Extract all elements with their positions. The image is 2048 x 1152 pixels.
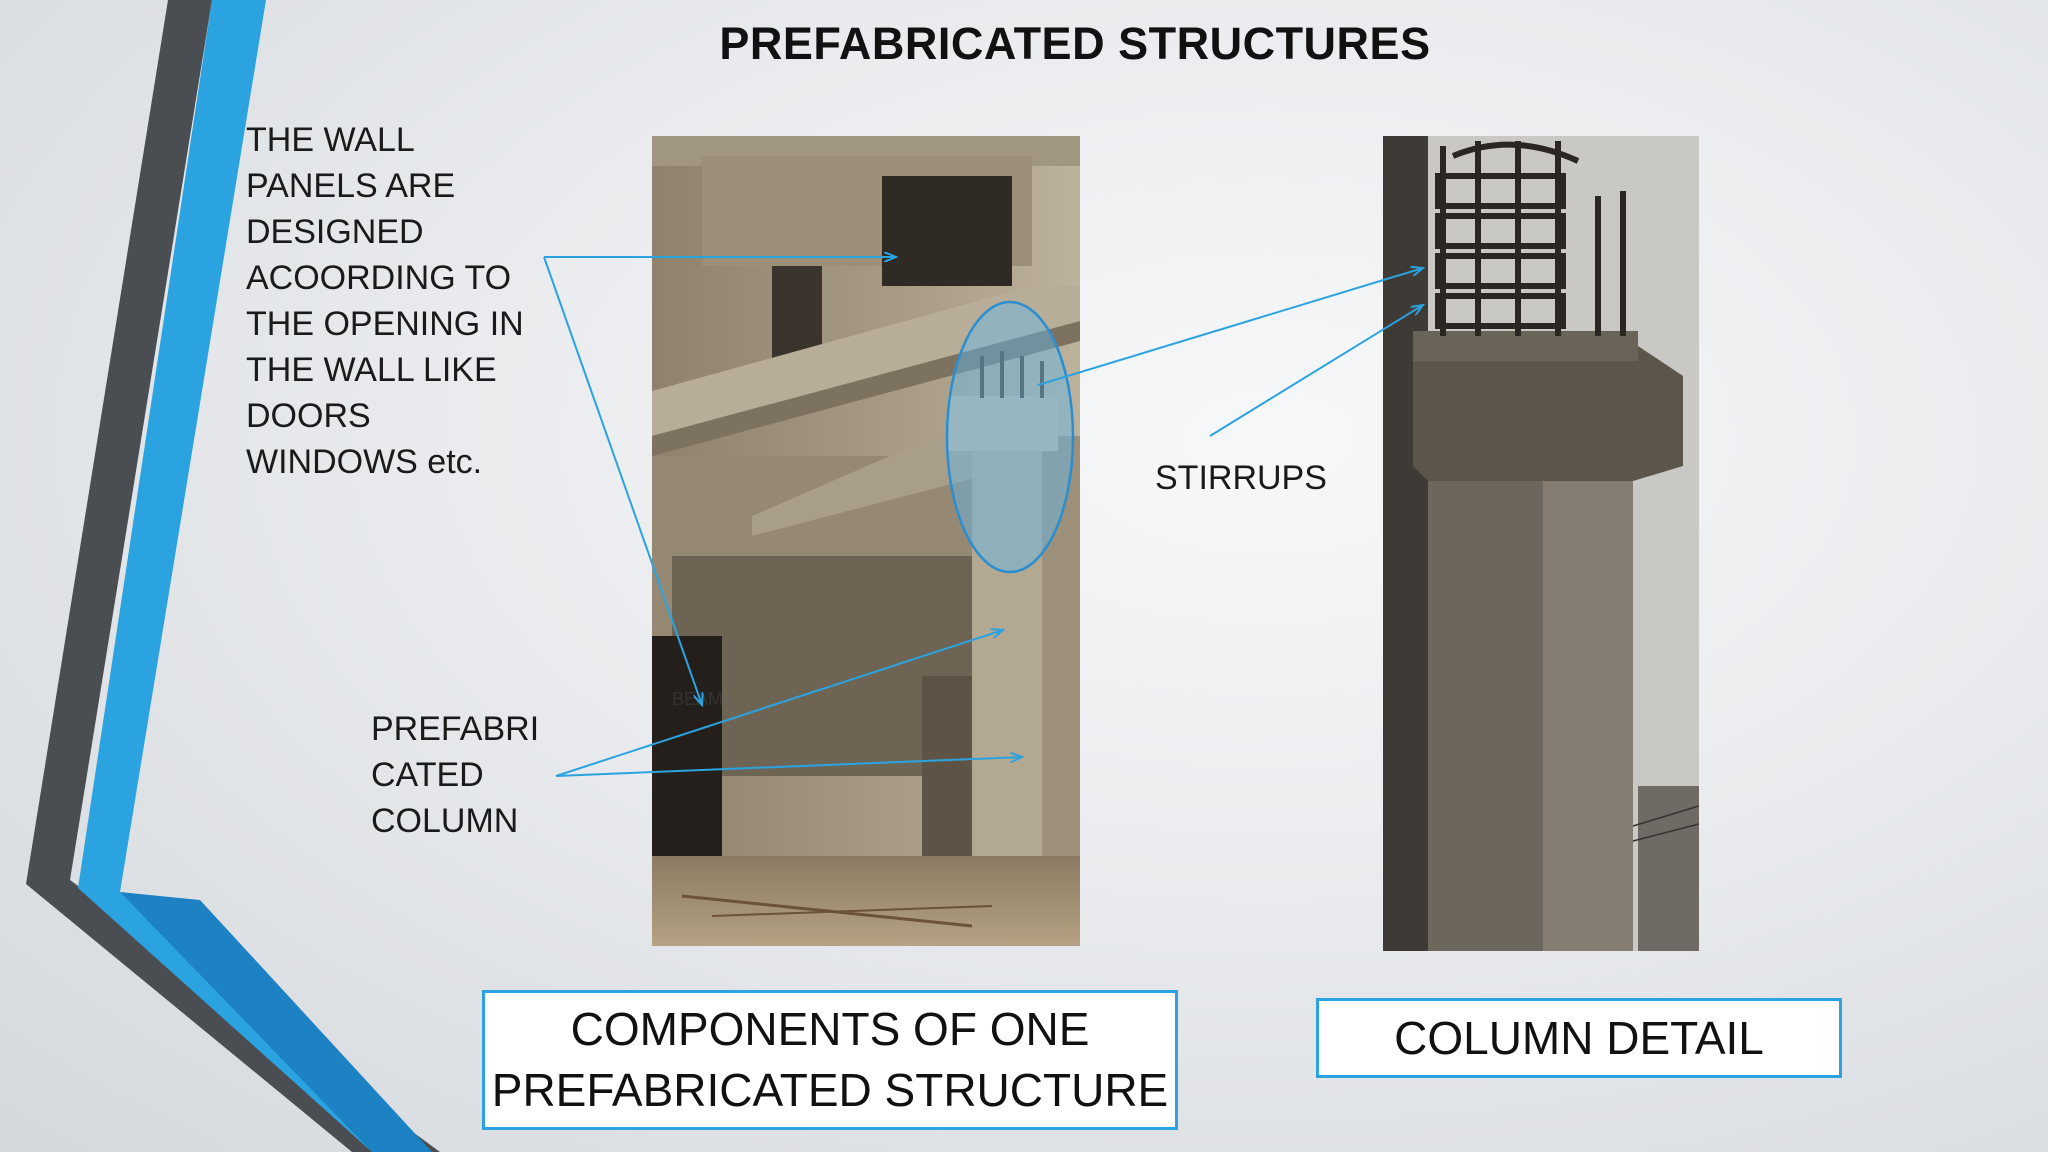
note-line: CATED: [371, 756, 484, 794]
column-detail-photo: [1383, 136, 1699, 951]
caption-line: PREFABRICATED STRUCTURE: [491, 1064, 1169, 1116]
beam-label: BEAM: [672, 689, 724, 709]
note-line: DESIGNED: [246, 213, 424, 251]
note-line: DOORS: [246, 397, 371, 435]
note-line: PANELS ARE: [246, 167, 456, 205]
caption-components: COMPONENTS OF ONE PREFABRICATED STRUCTUR…: [482, 990, 1178, 1130]
column-note: PREFABRI CATED COLUMN: [371, 706, 539, 844]
caption-line: COLUMN DETAIL: [1394, 1012, 1764, 1064]
note-line: THE WALL LIKE: [246, 351, 497, 389]
wall-panel-note: THE WALL PANELS ARE DESIGNED ACOORDING T…: [246, 117, 524, 485]
building-photo: [652, 136, 1080, 946]
note-line: PREFABRI: [371, 710, 540, 748]
stirrups-label: STIRRUPS: [1155, 459, 1327, 497]
caption-line: COMPONENTS OF ONE: [570, 1003, 1090, 1055]
note-line: THE WALL: [246, 121, 415, 159]
note-line: THE OPENING IN: [246, 305, 524, 343]
slide-title: PREFABRICATED STRUCTURES: [719, 18, 1431, 69]
note-line: WINDOWS etc.: [246, 443, 483, 481]
caption-column-detail: COLUMN DETAIL: [1316, 998, 1842, 1078]
note-line: ACOORDING TO: [246, 259, 512, 297]
note-line: COLUMN: [371, 802, 519, 840]
